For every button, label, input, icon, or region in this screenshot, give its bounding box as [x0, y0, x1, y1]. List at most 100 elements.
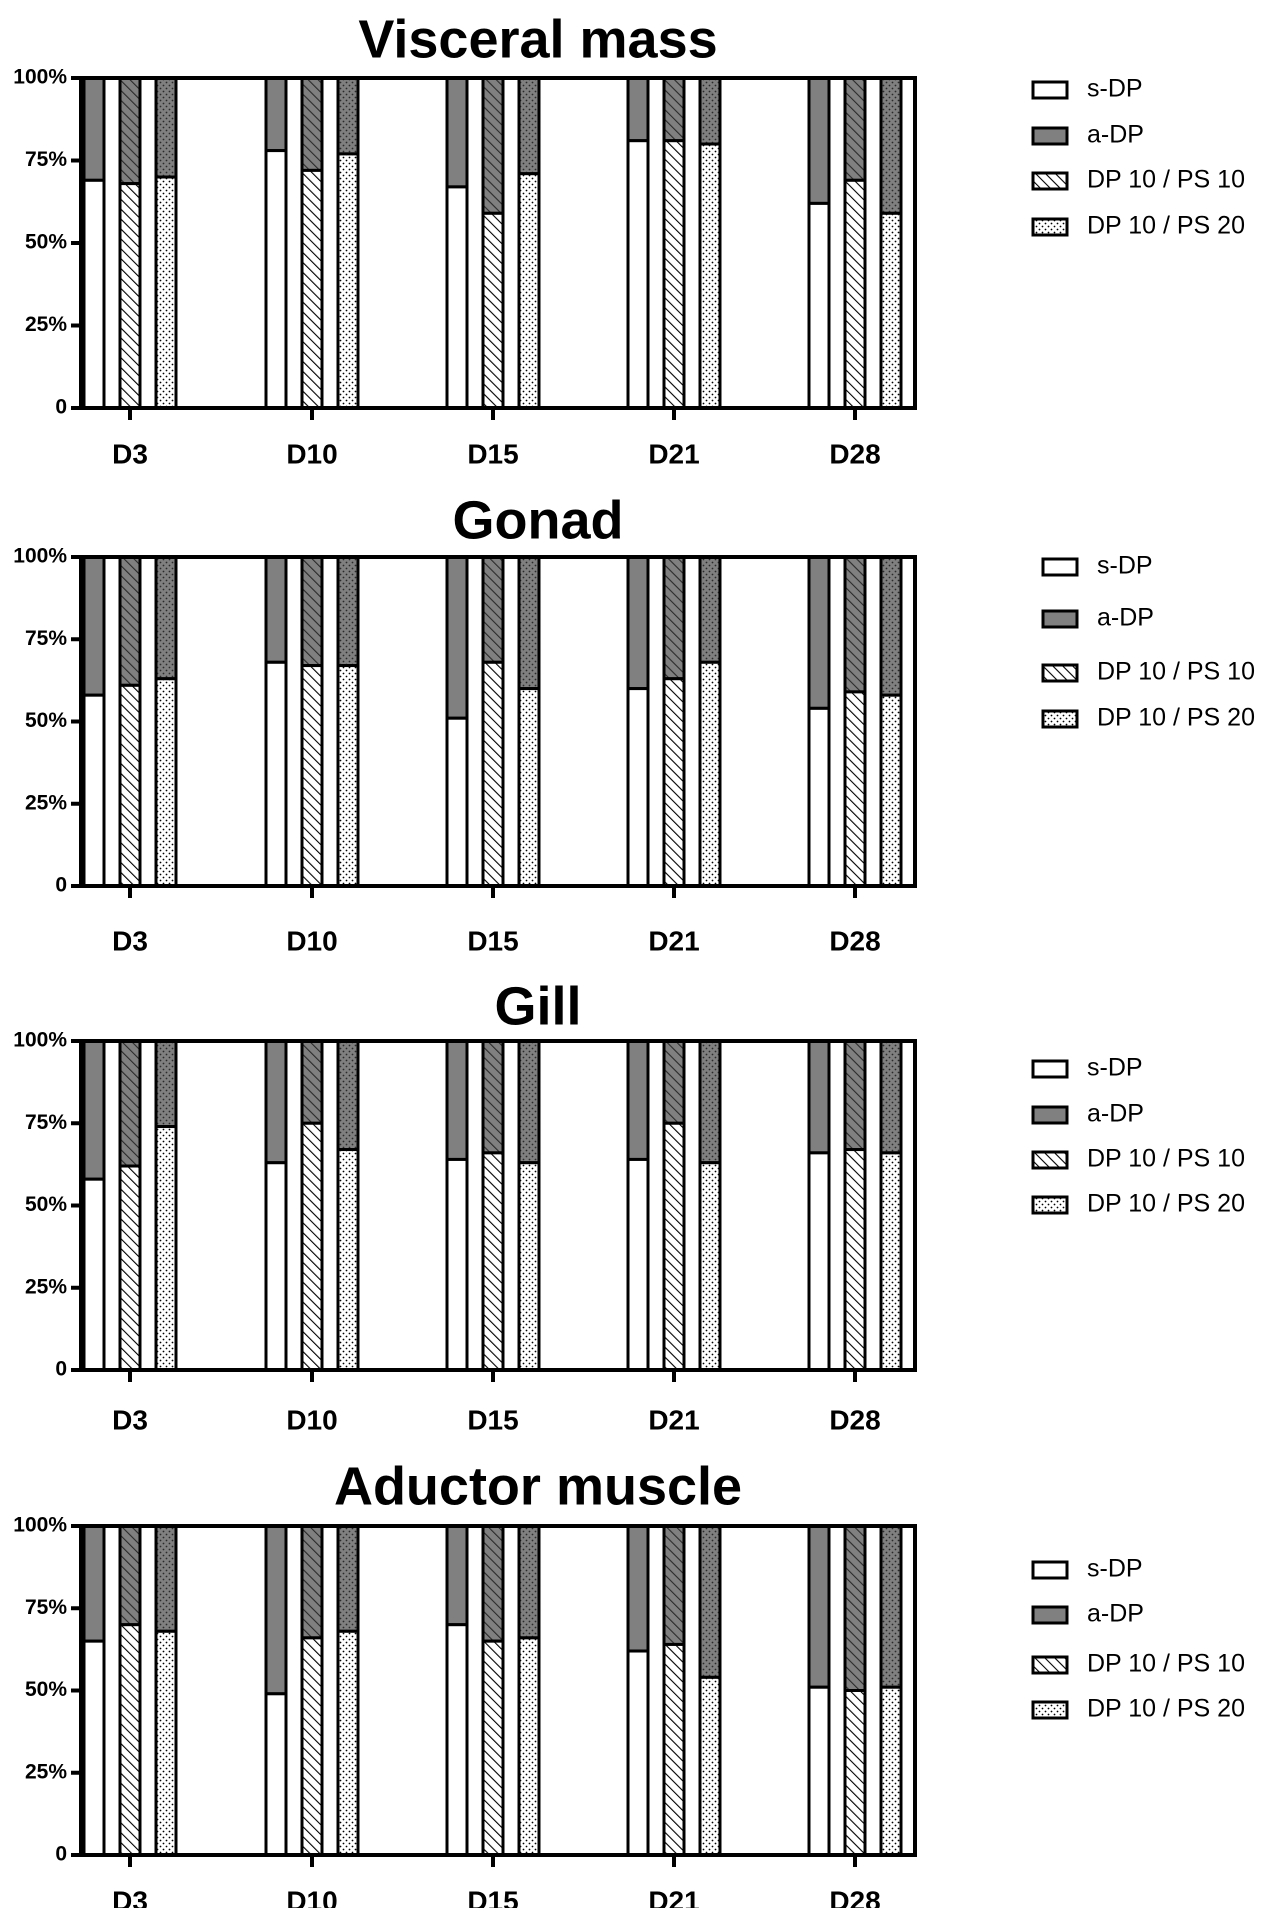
legend-label: DP 10 / PS 20 [1087, 1695, 1245, 1723]
legend-swatch [1031, 1655, 1069, 1675]
bar-segment-a-dp [118, 555, 142, 687]
bar-segment-a-dp [843, 1524, 867, 1692]
bar-segment-s-dp [445, 1157, 469, 1372]
y-tick-label: 25% [25, 313, 67, 336]
bar-segment-dp-10-ps-10 [300, 1121, 324, 1372]
y-tick-label: 50% [25, 231, 67, 254]
bar-segment-a-dp [264, 555, 288, 664]
bar-segment-dp-10-ps-10 [662, 1642, 686, 1857]
bar-segment-a-dp [445, 1039, 469, 1161]
bar-segment-dp-10-ps-10 [843, 690, 867, 888]
bar-segment-a-dp [264, 1039, 288, 1165]
bar-segment-dp-10-ps-10 [300, 168, 324, 410]
bar-segment-dp-10-ps-20 [154, 677, 178, 888]
bar-segment-dp-10-ps-20 [698, 1161, 722, 1372]
bar-segment-s-dp [807, 1151, 831, 1372]
legend-label: a-DP [1087, 1100, 1144, 1128]
bar-segment-dp-10-ps-10 [481, 1151, 505, 1372]
bar-segment-a-dp [154, 1039, 178, 1129]
bar-segment-dp-10-ps-10 [843, 1148, 867, 1372]
bar-segment-dp-10-ps-10 [843, 178, 867, 410]
legend-label: s-DP [1087, 1555, 1143, 1583]
bar-segment-dp-10-ps-10 [300, 664, 324, 888]
bar-segment-a-dp [481, 1039, 505, 1155]
bar-segment-dp-10-ps-10 [481, 660, 505, 888]
y-tick-label: 50% [25, 1678, 67, 1701]
bar-segment-dp-10-ps-10 [118, 1623, 142, 1857]
x-tick-label: D21 [648, 438, 699, 469]
bar-segment-a-dp [662, 555, 686, 681]
x-tick-label: D10 [286, 1885, 337, 1908]
chart-title: Visceral mass [358, 9, 717, 69]
bar-segment-dp-10-ps-10 [662, 677, 686, 888]
bar-segment-a-dp [300, 1524, 324, 1640]
bar-segment-s-dp [82, 693, 106, 888]
legend-swatch [1031, 1605, 1069, 1625]
bar-segment-dp-10-ps-10 [118, 683, 142, 888]
bar-segment-a-dp [336, 76, 360, 156]
bar-segment-a-dp [336, 555, 360, 668]
y-tick-label: 100% [13, 545, 67, 568]
y-tick-label: 75% [25, 148, 67, 171]
x-tick-label: D15 [467, 925, 518, 956]
bar-segment-s-dp [626, 139, 650, 410]
x-tick-label: D3 [112, 1885, 148, 1908]
bar-segment-a-dp [517, 1039, 541, 1165]
legend-label: DP 10 / PS 10 [1087, 1145, 1245, 1173]
y-tick-label: 50% [25, 1193, 67, 1216]
bar-segment-s-dp [264, 660, 288, 888]
legend-label: s-DP [1087, 75, 1143, 103]
bar-segment-dp-10-ps-20 [154, 1629, 178, 1857]
bar-segment-dp-10-ps-20 [698, 660, 722, 888]
bar-segment-a-dp [879, 76, 903, 215]
bar-segment-a-dp [154, 76, 178, 179]
chart-title: Gonad [453, 490, 624, 550]
x-tick-label: D3 [112, 438, 148, 469]
bar-segment-a-dp [82, 555, 106, 697]
bar-segment-s-dp [264, 1161, 288, 1372]
legend-swatch [1031, 80, 1069, 100]
bar-segment-s-dp [445, 716, 469, 888]
bar-segment-dp-10-ps-20 [698, 142, 722, 410]
x-tick-label: D21 [648, 925, 699, 956]
bar-segment-s-dp [807, 201, 831, 410]
bar-segment-a-dp [662, 1039, 686, 1125]
bar-segment-a-dp [481, 76, 505, 215]
bar-segment-a-dp [843, 76, 867, 182]
bar-segment-dp-10-ps-20 [517, 1636, 541, 1857]
legend-swatch [1031, 1150, 1069, 1170]
x-tick-label: D21 [648, 1404, 699, 1435]
legend-swatch [1031, 1059, 1069, 1079]
bar-segment-a-dp [626, 1039, 650, 1161]
bar-segment-a-dp [626, 76, 650, 143]
bar-segment-a-dp [662, 1524, 686, 1646]
x-tick-label: D15 [467, 1885, 518, 1908]
bar-segment-s-dp [807, 1685, 831, 1857]
bar-segment-a-dp [626, 1524, 650, 1653]
bar-segment-a-dp [807, 1524, 831, 1689]
bar-segment-dp-10-ps-10 [481, 1639, 505, 1857]
legend-label: DP 10 / PS 10 [1087, 1650, 1245, 1678]
legend-label: a-DP [1087, 121, 1144, 149]
bar-segment-dp-10-ps-10 [662, 1121, 686, 1372]
bar-segment-a-dp [517, 1524, 541, 1640]
legend-swatch [1041, 609, 1079, 629]
bar-segment-a-dp [698, 1039, 722, 1165]
legend-label: s-DP [1087, 1054, 1143, 1082]
bar-segment-a-dp [517, 555, 541, 691]
legend-swatch [1041, 557, 1079, 577]
legend-label: DP 10 / PS 10 [1087, 166, 1245, 194]
legend-label: DP 10 / PS 20 [1087, 212, 1245, 240]
legend-label: s-DP [1097, 552, 1153, 580]
bar-segment-a-dp [481, 555, 505, 664]
bar-segment-a-dp [154, 555, 178, 681]
bar-segment-dp-10-ps-10 [118, 182, 142, 410]
bar-segment-s-dp [82, 178, 106, 410]
x-tick-label: D28 [829, 1885, 880, 1908]
y-tick-label: 0 [55, 1358, 67, 1381]
